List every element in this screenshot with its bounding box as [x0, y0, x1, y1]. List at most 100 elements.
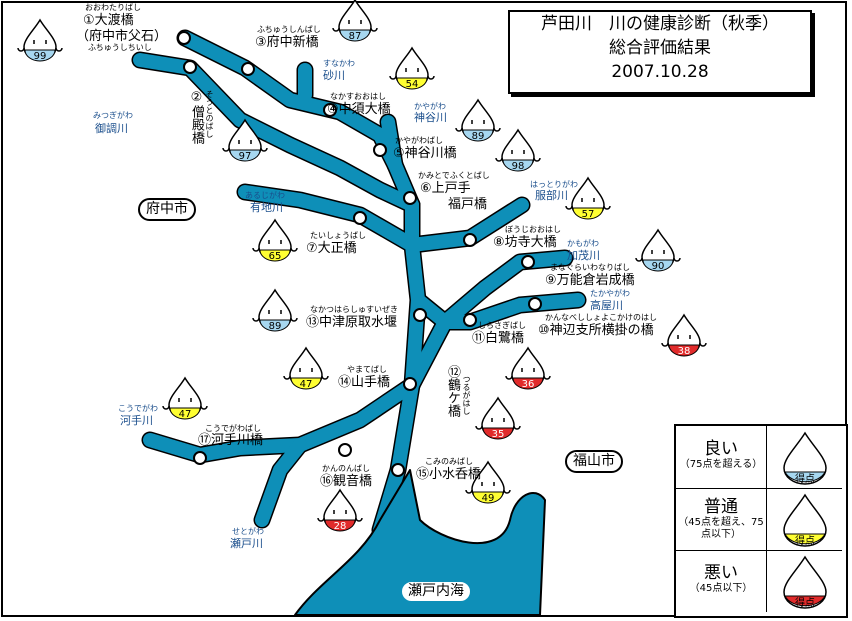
river-furigana-aruji: あるじがわ — [245, 191, 285, 200]
river-furigana-suna: すなかわ — [323, 59, 355, 68]
legend-row-good: 良い （75点を超える） 得点 — [676, 426, 842, 489]
bridge-label-5: ⑤神谷川橋 — [393, 146, 457, 161]
legend-icon-text-good: 得点 — [795, 473, 815, 485]
bridge-furigana-5: かやがわばし — [395, 136, 443, 145]
score-drop-6: 98 — [495, 128, 541, 172]
legend-label-good: 良い — [704, 439, 738, 459]
bridge-furigana-6: かみとでふくとばし — [418, 171, 490, 180]
legend-drop-good: 得点 — [783, 431, 827, 485]
river-furigana-seto: せとがわ — [232, 527, 264, 536]
score-value-17: 28 — [334, 521, 347, 532]
score-value-12: 47 — [300, 379, 313, 390]
bridge-furigana-12: つるがはし — [462, 375, 471, 415]
bridge-label-8: ⑧坊寺大橋 — [493, 235, 557, 250]
river-furigana-kaya: かやがわ — [414, 102, 446, 111]
bridge-furigana-4: なかすおおはし — [330, 92, 386, 101]
score-drop-11: 38 — [661, 313, 707, 357]
bridge-furigana-9: まなぐらいわなりばし — [550, 263, 630, 272]
score-value-14: 47 — [179, 409, 192, 420]
score-drop-4: 97 — [222, 118, 268, 162]
bridge-label-17: ⑰河手川橋 — [198, 433, 264, 448]
legend: 良い （75点を超える） 得点 普通 （45点を超え、75点以下） 得点 悪い … — [674, 424, 848, 618]
bridge-furigana-13: なかつはらしゅすいぜき — [310, 305, 398, 314]
legend-row-bad: 悪い （45点以下） 得点 — [676, 550, 842, 612]
bridge-label-7: ⑦大正橋 — [306, 241, 357, 256]
score-value-13: 36 — [522, 379, 535, 390]
score-drop-15: 35 — [475, 396, 521, 440]
score-drop-12: 47 — [283, 346, 329, 390]
sea-label: 瀬戸内海 — [400, 580, 472, 604]
score-drop-8: 65 — [252, 218, 298, 262]
bridge-furigana-10: かんなべししょよこかけのはし — [545, 313, 657, 322]
score-value-7: 57 — [582, 209, 595, 220]
bridge-point-13 — [413, 308, 427, 322]
bridge-point-2 — [183, 60, 197, 74]
legend-icon-text-bad: 得点 — [795, 597, 815, 609]
title-line2: 総合評価結果 — [609, 38, 711, 58]
bridge-label-9: ⑨万能倉岩成橋 — [545, 273, 635, 288]
bridge-point-15 — [391, 463, 405, 477]
bridge-point-4 — [323, 103, 337, 117]
score-value-9: 90 — [652, 261, 665, 272]
fukuto-label: 福戸橋 — [448, 197, 488, 212]
river-label-kaya: 神谷川 — [414, 111, 447, 124]
bridge-furigana-14: やまてばし — [347, 365, 387, 374]
bridge-label-6: ⑥上戸手 — [420, 181, 471, 196]
river-furigana-takaya: たかやがわ — [590, 289, 630, 298]
score-value-16: 49 — [482, 493, 495, 504]
river-label-mitsugi: 御調川 — [95, 122, 128, 135]
score-value-2: 87 — [349, 31, 362, 42]
score-value-3: 54 — [406, 79, 419, 90]
legend-drop-normal: 得点 — [783, 493, 827, 547]
bridge-furigana-17: こうでがわばし — [205, 424, 261, 433]
score-value-4: 97 — [239, 151, 252, 162]
bridge-furigana-15: こみのみばし — [425, 457, 473, 466]
score-drop-16: 49 — [465, 460, 511, 504]
bridge-label-3: ③府中新橋 — [255, 35, 319, 50]
score-drop-14: 47 — [162, 376, 208, 420]
river-label-suna: 砂川 — [323, 69, 345, 82]
bridge-points — [177, 31, 542, 477]
legend-label-normal: 普通 — [704, 497, 738, 517]
bridge-label-11: ⑪白鷺橋 — [472, 331, 525, 346]
bridge-point-10 — [528, 297, 542, 311]
title-box: 芦田川 川の健康診断（秋季） 総合評価結果 2007.10.28 — [508, 10, 812, 94]
bridge-point-17 — [193, 451, 207, 465]
score-drop-7: 57 — [565, 176, 611, 220]
bridge-label-13: ⑬中津原取水堰 — [306, 315, 398, 330]
score-drop-5: 89 — [455, 98, 501, 142]
bridge-point-6 — [403, 191, 417, 205]
bridge-furigana-1: おおわたりばし — [85, 3, 141, 12]
score-value-15: 35 — [492, 429, 505, 440]
bridge-point-9 — [521, 255, 535, 269]
fuchu-chiseki-furigana: ふちゅうしちいし — [88, 43, 152, 52]
score-value-11: 38 — [678, 346, 691, 357]
bridge-label-14: ⑭山手橋 — [338, 375, 391, 390]
bridge-furigana-16: かんのんばし — [322, 464, 370, 473]
title-line3: 2007.10.28 — [611, 62, 709, 82]
bridge-label-15: ⑮小水呑橋 — [416, 467, 482, 482]
score-drop-10: 89 — [252, 288, 298, 332]
score-value-10: 89 — [269, 321, 282, 332]
score-value-6: 98 — [512, 161, 525, 172]
legend-note-good: （75点を超える） — [679, 459, 763, 470]
bridge-label-16: ⑯観音橋 — [320, 474, 373, 489]
legend-row-normal: 普通 （45点を超え、75点以下） 得点 — [676, 488, 842, 551]
score-value-5: 89 — [472, 131, 485, 142]
bridge-point-8 — [463, 233, 477, 247]
river-furigana-kamo: かもがわ — [567, 239, 599, 248]
score-drop-3: 54 — [389, 46, 435, 90]
legend-icon-text-normal: 得点 — [795, 535, 815, 547]
bridge-furigana-7: たいしょうばし — [310, 231, 366, 240]
legend-label-bad: 悪い — [704, 563, 738, 583]
score-value-8: 65 — [269, 251, 282, 262]
score-drop-2: 87 — [332, 0, 378, 42]
bridge-label-4: ④中須大橋 — [327, 102, 391, 117]
bridge-point-7 — [353, 211, 367, 225]
river-furigana-kode: こうでがわ — [118, 404, 158, 413]
bridge-point-1 — [177, 31, 191, 45]
river-furigana-hattori: はっとりがわ — [530, 180, 578, 189]
bridge-point-11 — [463, 313, 477, 327]
